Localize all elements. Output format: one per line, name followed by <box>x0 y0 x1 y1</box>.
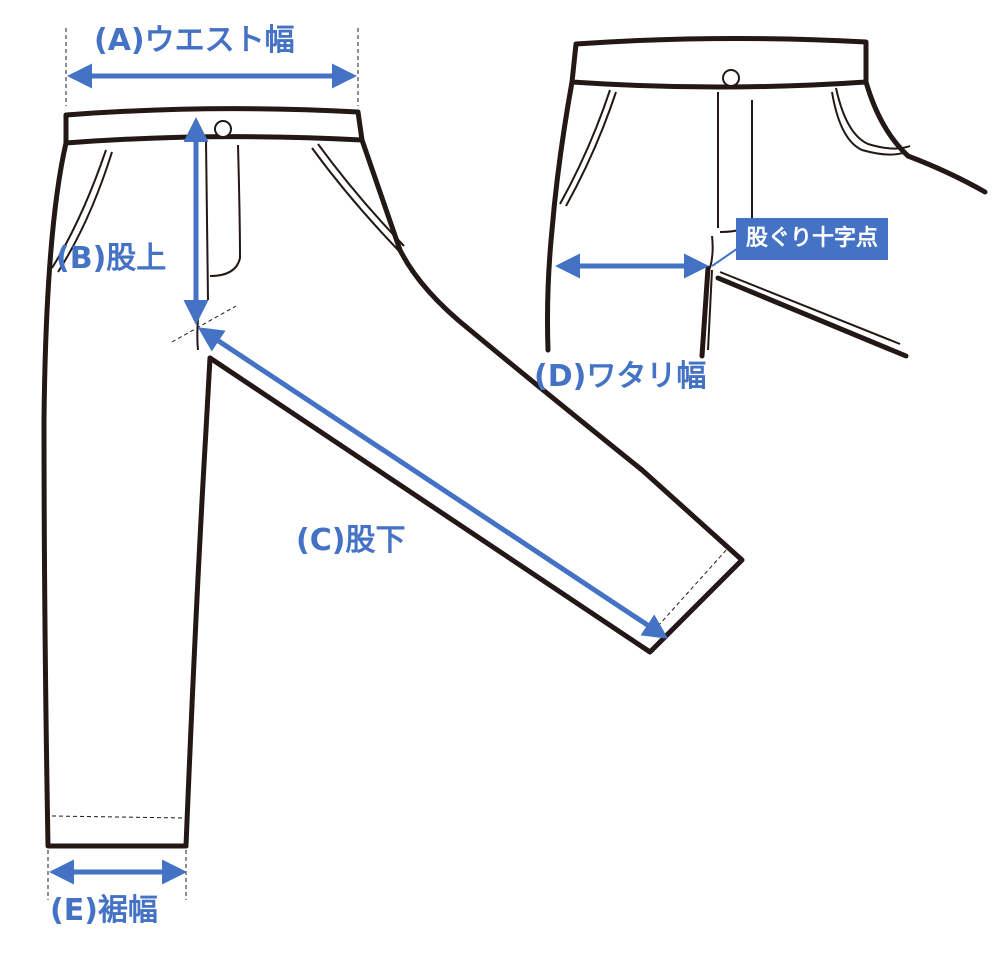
inseam-arrow <box>197 327 669 639</box>
stitch-lines <box>47 28 729 900</box>
detail-pants-details <box>559 87 911 351</box>
main-pants-outline <box>41 106 745 849</box>
rise-label: (B)股上 <box>56 241 167 276</box>
detail-button-icon <box>722 69 740 87</box>
thigh-label: (D)ワタリ幅 <box>534 359 707 394</box>
inseam-label: (C)股下 <box>296 523 406 558</box>
detail-pants-outline <box>545 35 988 359</box>
hem-label: (E)裾幅 <box>50 893 158 928</box>
measurement-arrows <box>49 63 669 885</box>
button-icon <box>214 120 232 138</box>
crotch-point-tag: 股ぐり十字点 <box>736 218 889 260</box>
waist-label: (A)ウエスト幅 <box>94 23 295 58</box>
